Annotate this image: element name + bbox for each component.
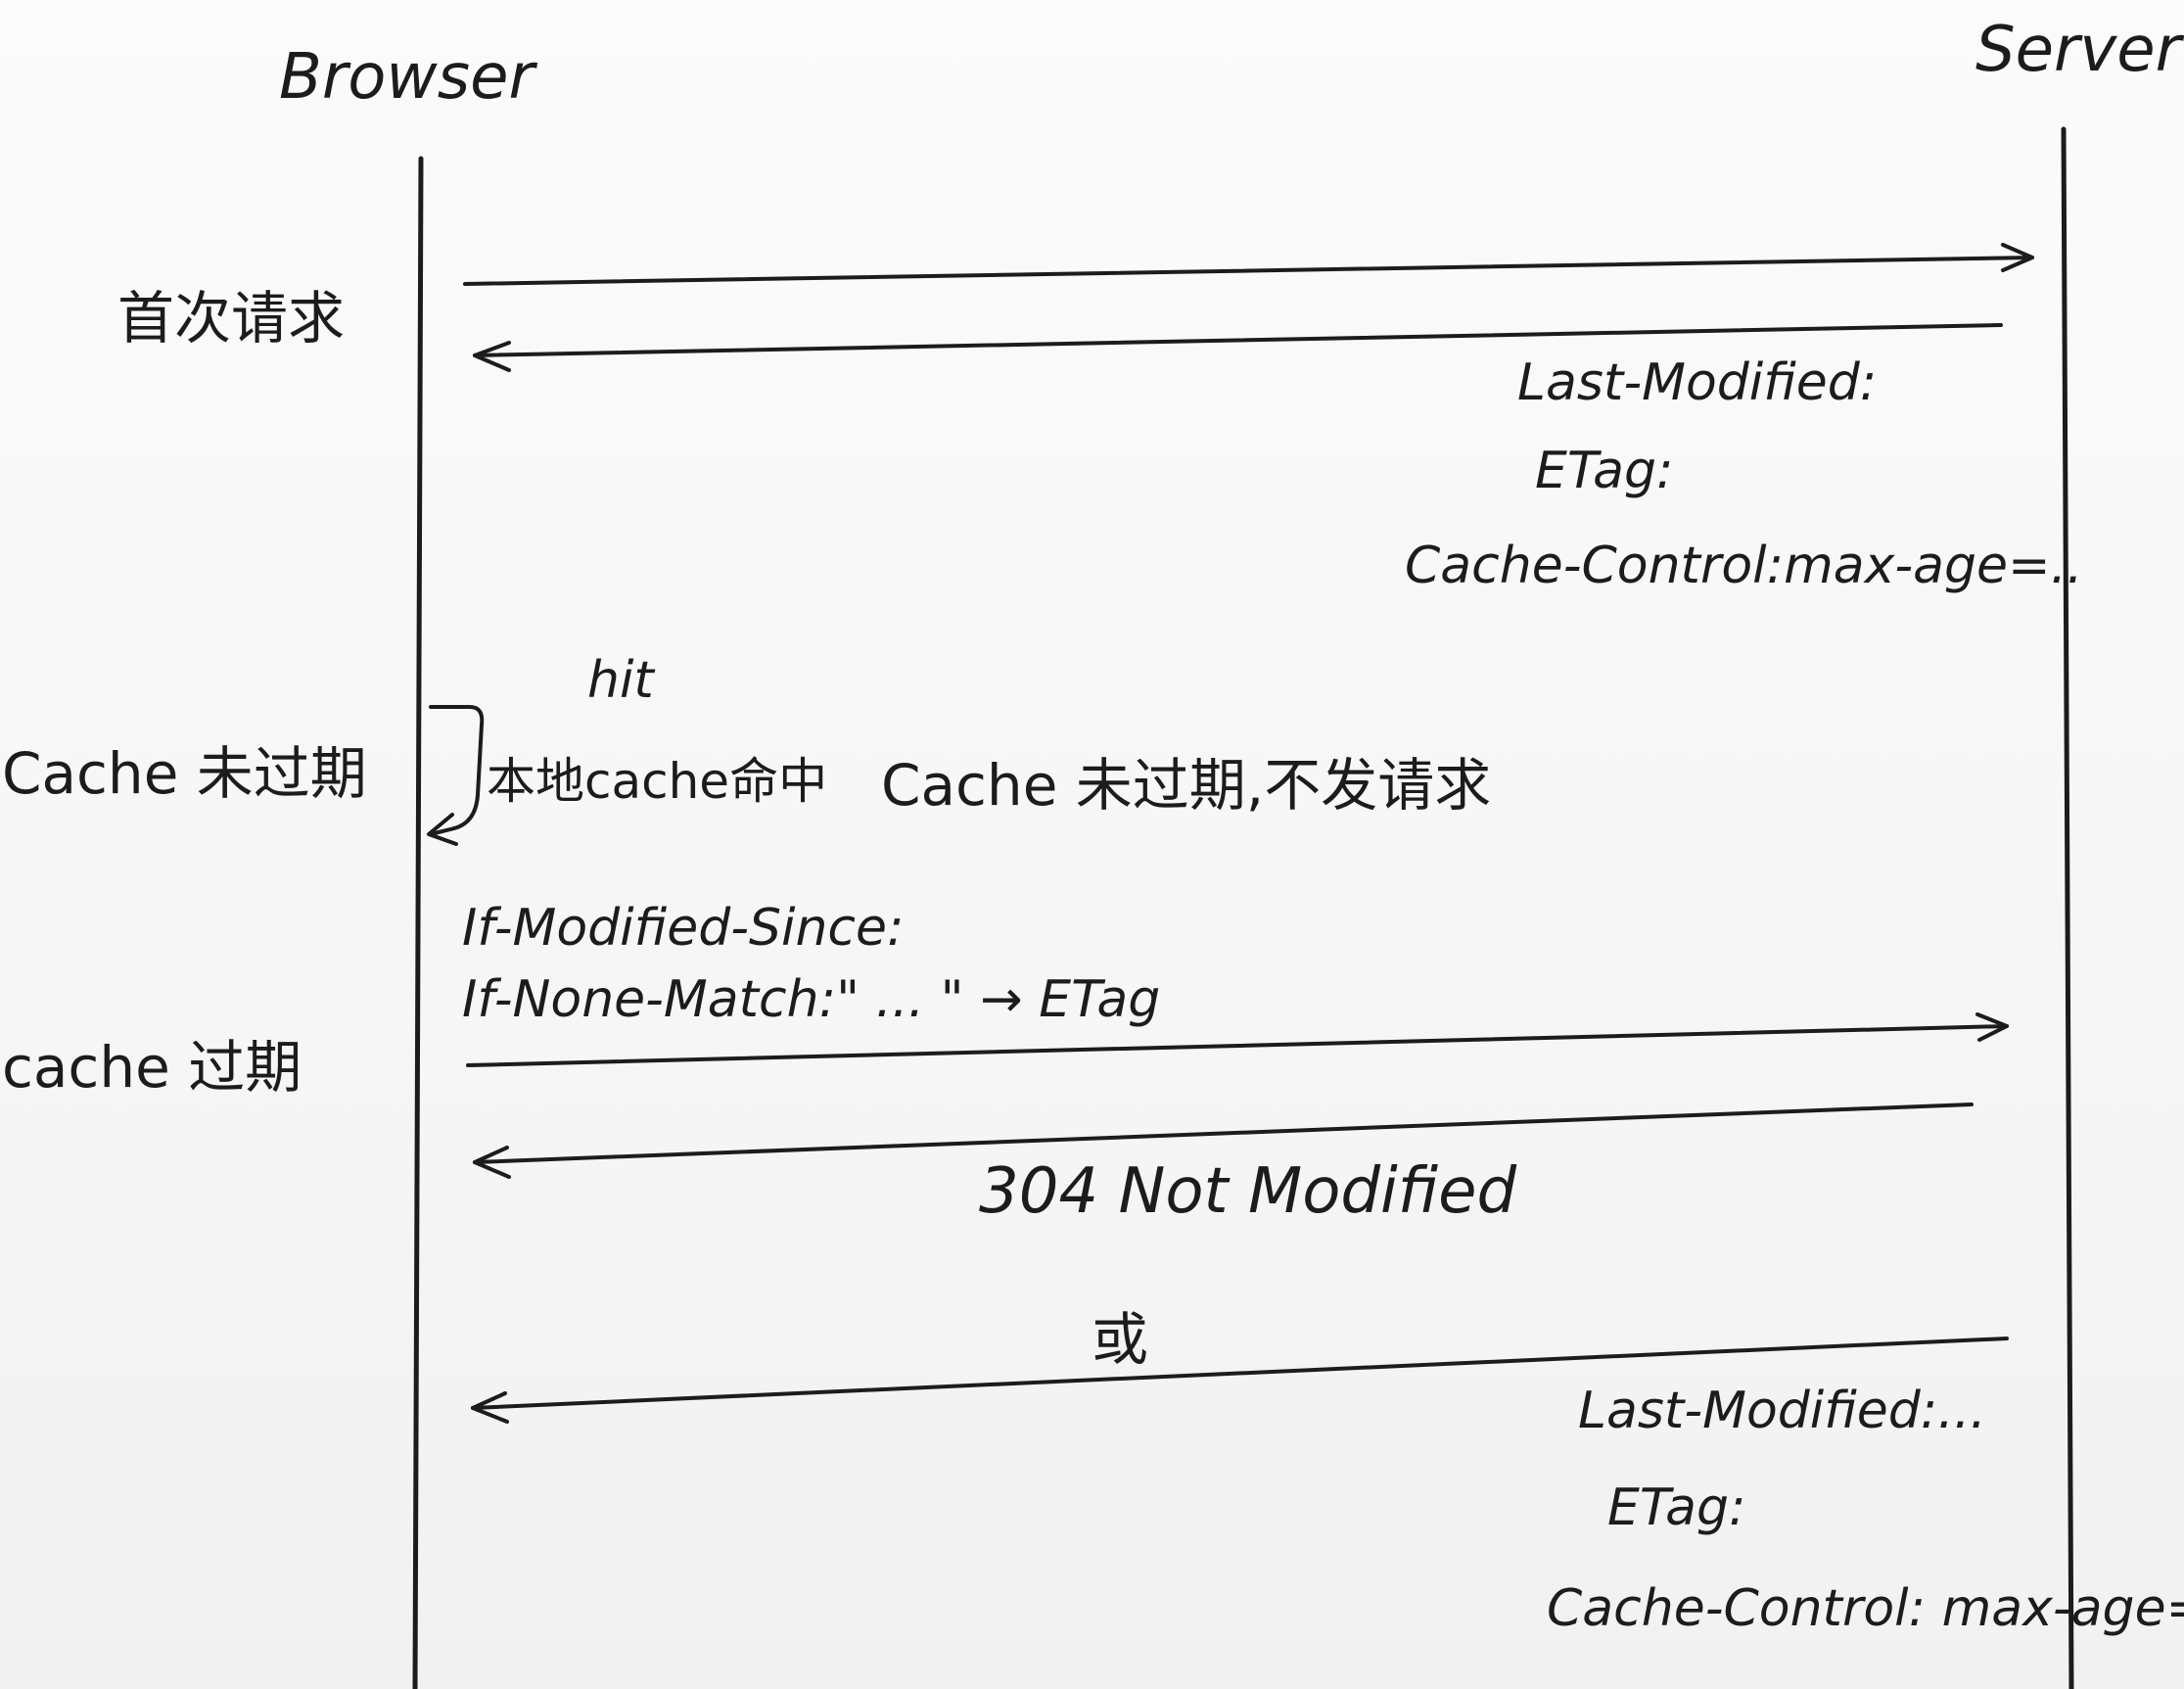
local-cache-hit-label: 本地cache命中	[487, 753, 827, 810]
section-cache-expired: cache 过期	[2, 1034, 302, 1101]
second-response-etag: ETag:	[1607, 1478, 1746, 1537]
second-response-cache-control: Cache-Control: max-age=..	[1547, 1579, 2184, 1638]
first-response-etag: ETag:	[1535, 442, 1674, 500]
first-request-arrow	[463, 256, 2034, 286]
conditional-request-arrowhead	[1975, 1012, 2009, 1042]
hit-label: hit	[587, 651, 655, 710]
first-request-arrowhead	[2001, 243, 2034, 272]
full-response-arrow	[471, 1337, 2009, 1410]
not-modified-response-arrow	[473, 1103, 1974, 1164]
local-cache-bracket-arrowhead	[427, 813, 458, 846]
browser-lifeline	[412, 156, 424, 1689]
browser-actor-label: Browser	[279, 41, 537, 114]
local-cache-bracket	[429, 705, 485, 836]
section-cache-not-expired: Cache 未过期	[2, 740, 367, 807]
first-response-cache-control: Cache-Control:max-age=..	[1405, 537, 2083, 595]
first-response-arrow	[473, 323, 2003, 357]
if-none-match-label: If-None-Match:" ... " → ETag	[462, 970, 1160, 1029]
first-response-last-modified: Last-Modified:	[1517, 353, 1877, 412]
not-modified-label: 304 Not Modified	[979, 1155, 1516, 1228]
server-lifeline	[2061, 126, 2074, 1689]
full-response-arrowhead	[471, 1391, 509, 1424]
server-actor-label: Server	[1975, 14, 2184, 86]
not-modified-response-arrowhead	[473, 1146, 511, 1179]
if-modified-since-label: If-Modified-Since:	[462, 899, 905, 958]
or-label: 或	[1092, 1306, 1148, 1373]
first-response-arrowhead	[473, 341, 511, 372]
conditional-request-arrow	[466, 1024, 2009, 1067]
no-request-note: Cache 未过期,不发请求	[881, 752, 1491, 819]
second-response-last-modified: Last-Modified:...	[1578, 1382, 1986, 1440]
section-first-request: 首次请求	[117, 285, 345, 352]
